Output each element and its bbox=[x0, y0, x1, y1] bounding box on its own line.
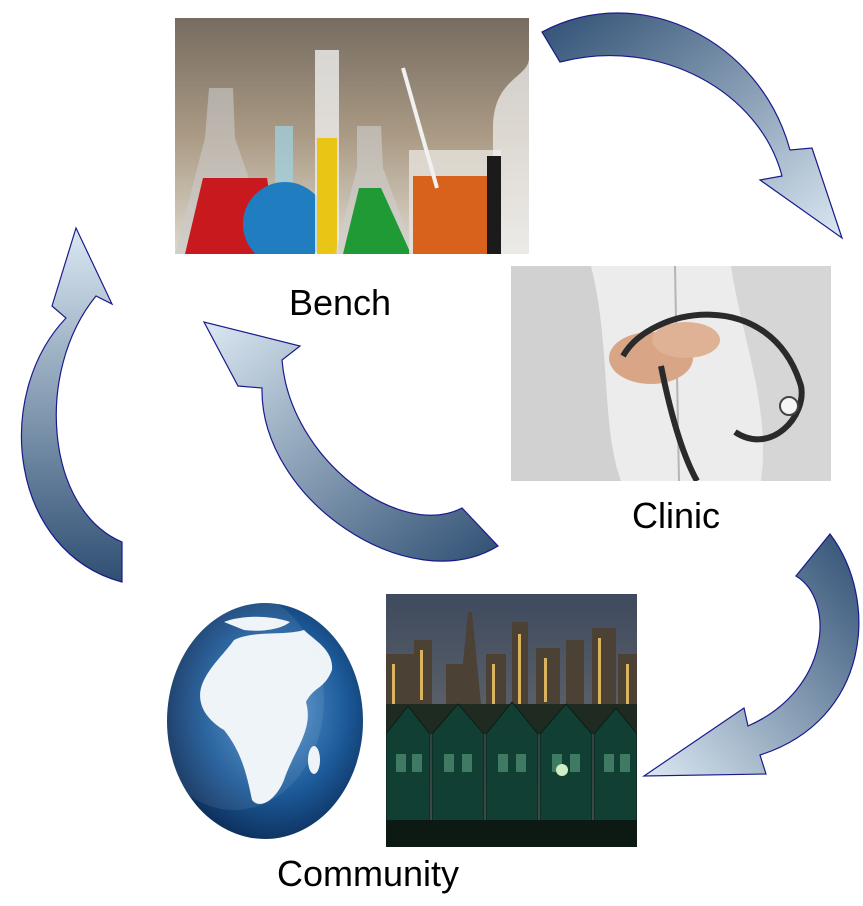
clinic-label: Clinic bbox=[632, 495, 721, 536]
arrow-bench-to-clinic bbox=[541, 12, 844, 240]
arrow-clinic-to-community bbox=[642, 533, 860, 777]
bench-photo bbox=[175, 18, 529, 254]
clinic-photo bbox=[511, 266, 831, 481]
community-label: Community bbox=[277, 853, 460, 894]
globe-image bbox=[164, 600, 366, 842]
arrow-clinic-to-bench bbox=[202, 321, 499, 562]
bench-label: Bench bbox=[289, 282, 392, 323]
arrow-community-to-bench bbox=[20, 226, 123, 583]
community-photo bbox=[386, 594, 637, 847]
